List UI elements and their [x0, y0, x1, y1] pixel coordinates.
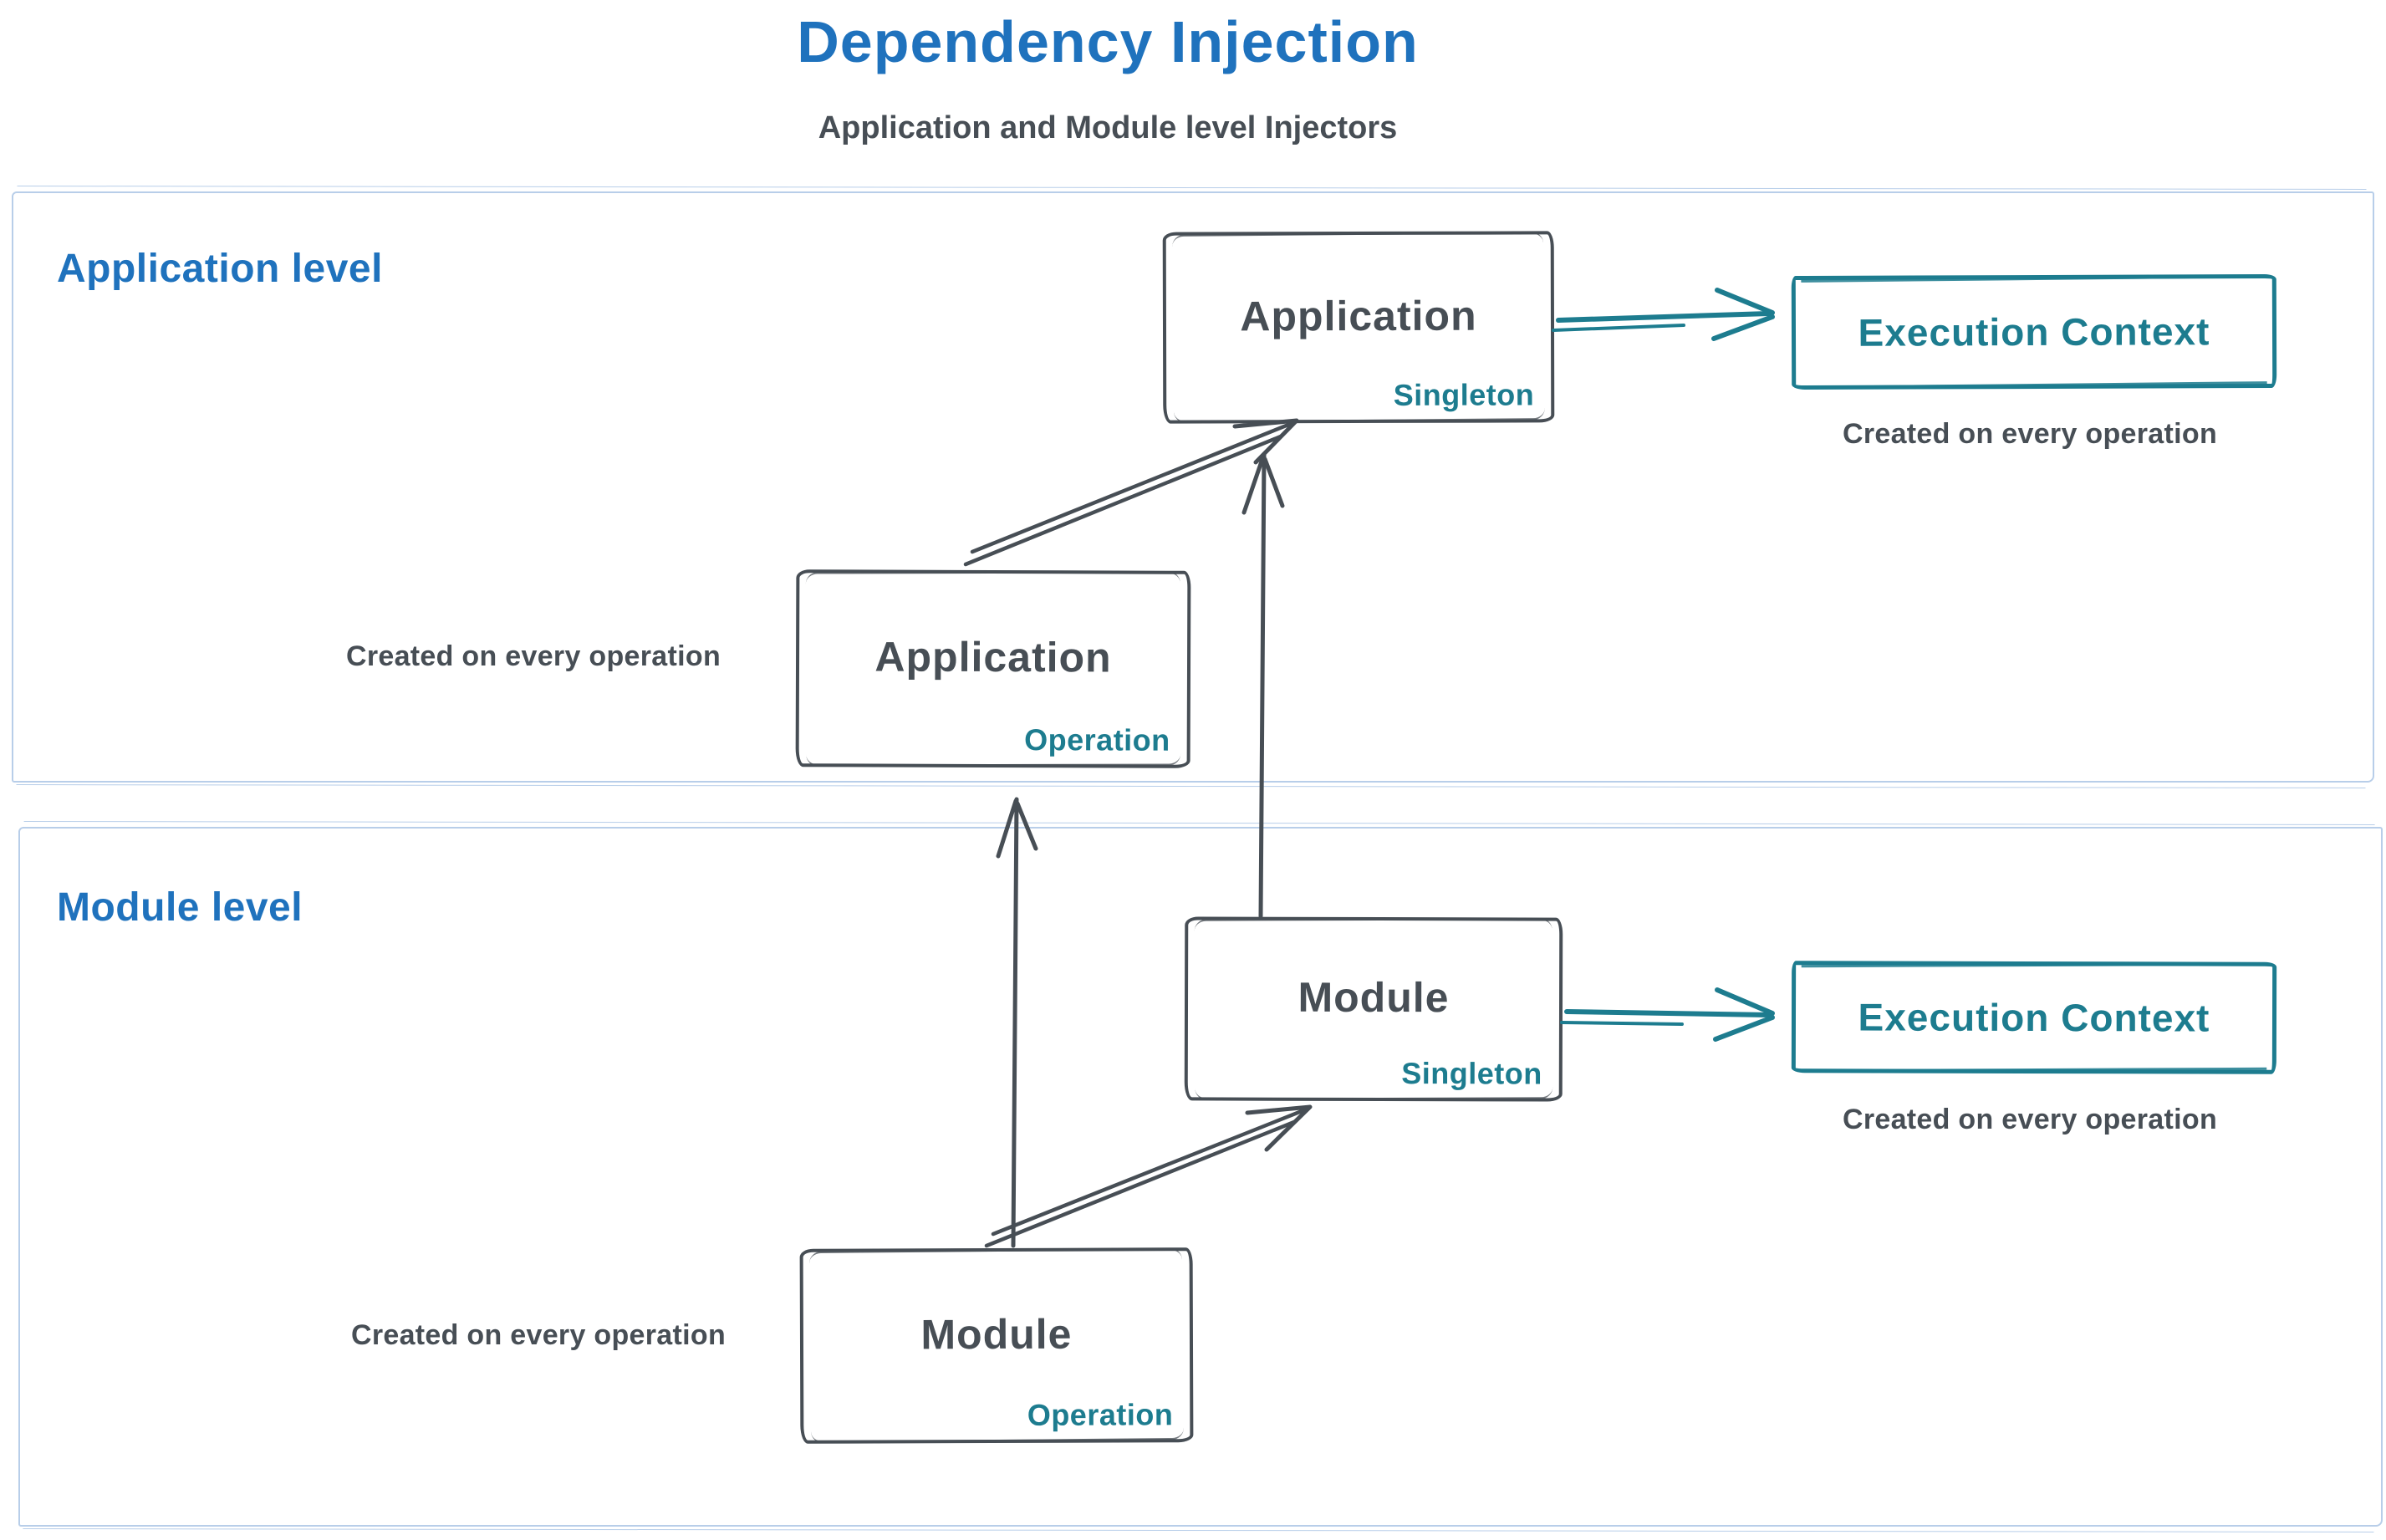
execution-context-label: Execution Context — [1858, 995, 2210, 1040]
node-application-operation: Application Operation — [795, 569, 1191, 768]
node-module-operation: Module Operation — [799, 1247, 1194, 1444]
caption-created-on-every-operation-app-exec: Created on every operation — [1842, 418, 2218, 450]
node-badge-operation: Operation — [1024, 722, 1170, 757]
caption-created-on-every-operation-module-operation: Created on every operation — [350, 1319, 727, 1351]
node-module-singleton: Module Singleton — [1184, 916, 1563, 1102]
node-title: Module — [920, 1310, 1073, 1358]
node-badge-singleton: Singleton — [1401, 1056, 1542, 1091]
caption-created-on-every-operation-module-exec: Created on every operation — [1842, 1104, 2218, 1135]
node-badge-singleton: Singleton — [1393, 377, 1535, 412]
node-application-singleton: Application Singleton — [1162, 231, 1555, 424]
diagram-title: Dependency Injection — [797, 9, 1419, 74]
module-level-label: Module level — [57, 885, 303, 930]
node-execution-context-module: Execution Context — [1791, 961, 2277, 1074]
node-execution-context-application: Execution Context — [1791, 273, 2277, 390]
node-badge-operation: Operation — [1027, 1397, 1174, 1432]
caption-created-on-every-operation-app-operation: Created on every operation — [345, 640, 721, 672]
node-title: Application — [874, 633, 1112, 681]
node-title: Module — [1298, 973, 1450, 1022]
node-title: Application — [1240, 292, 1477, 339]
application-level-label: Application level — [57, 247, 383, 291]
execution-context-label: Execution Context — [1858, 309, 2210, 354]
diagram-subtitle: Application and Module level Injectors — [818, 110, 1398, 145]
